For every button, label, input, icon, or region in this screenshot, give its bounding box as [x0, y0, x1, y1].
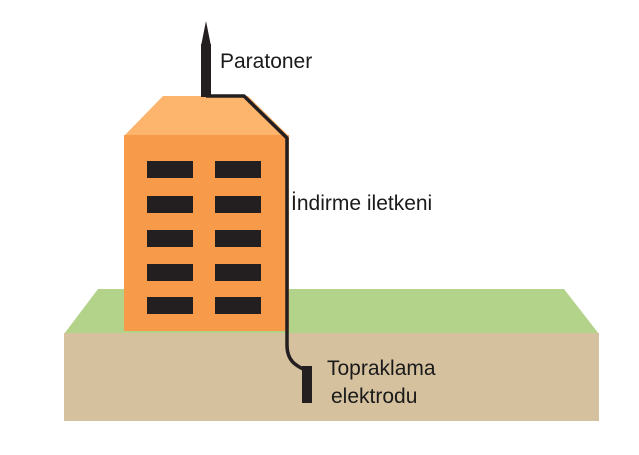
window [215, 196, 261, 213]
window [147, 297, 193, 314]
grounding-label-line2: elektrodu [331, 385, 418, 408]
lightning-rod-mast [201, 44, 211, 97]
down-conductor-label: İndirme iletkeni [291, 192, 433, 215]
window [215, 264, 261, 281]
building-windows [147, 161, 261, 314]
soil-block [64, 333, 599, 421]
window [147, 161, 193, 178]
grounding-label-line1: Topraklama [327, 357, 436, 380]
lightning-rod-label: Paratoner [220, 50, 313, 73]
window [215, 230, 261, 247]
window [147, 230, 193, 247]
lightning-rod-tip [201, 21, 211, 46]
window [147, 264, 193, 281]
grounding-electrode [302, 366, 312, 403]
building-roof [124, 96, 289, 136]
window [215, 297, 261, 314]
window [215, 161, 261, 178]
window [147, 196, 193, 213]
